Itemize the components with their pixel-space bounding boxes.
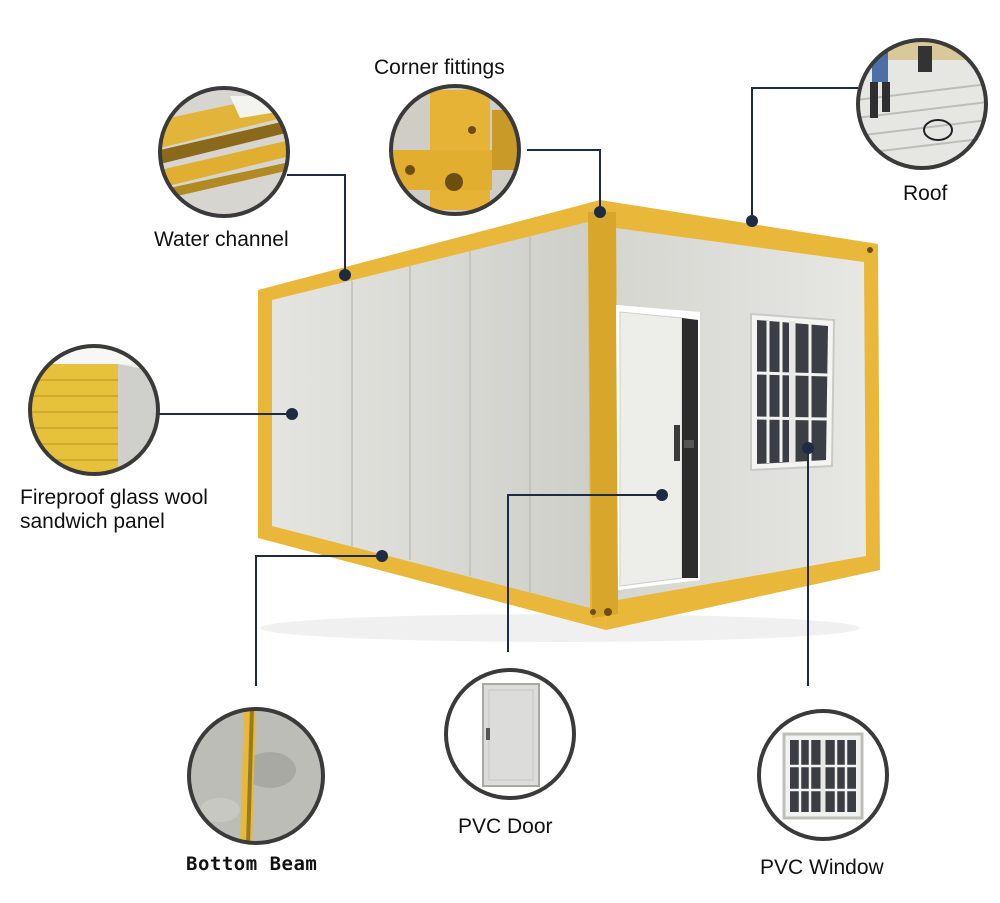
dot-fireproof-panel bbox=[286, 408, 298, 420]
panel-seams bbox=[351, 237, 531, 592]
label-fireproof-panel-line2: sandwich panel bbox=[20, 510, 165, 533]
leader-dots bbox=[286, 206, 814, 562]
label-fireproof-panel: Fireproof glass wool sandwich panel bbox=[20, 486, 270, 534]
dot-pvc-door bbox=[656, 489, 668, 501]
leader-bottom-beam bbox=[255, 555, 380, 686]
dot-water-channel bbox=[339, 269, 351, 281]
house-door bbox=[616, 305, 700, 590]
corner-post bbox=[588, 212, 618, 618]
label-roof: Roof bbox=[903, 182, 948, 205]
callout-corner-fittings bbox=[389, 84, 521, 216]
callout-water-channel bbox=[158, 86, 290, 218]
leader-lines bbox=[158, 87, 858, 686]
callout-fireproof-panel bbox=[28, 344, 160, 476]
house-window bbox=[750, 312, 836, 472]
leader-pvc-door bbox=[507, 494, 662, 652]
dot-bottom-beam bbox=[376, 550, 388, 562]
leader-water-channel bbox=[287, 174, 346, 272]
label-bottom-beam: Bottom Beam bbox=[186, 853, 318, 875]
leader-roof bbox=[751, 87, 858, 220]
dot-corner-fittings bbox=[594, 206, 606, 218]
label-corner-fittings: Corner fittings bbox=[374, 56, 505, 79]
container-house bbox=[258, 200, 880, 642]
leader-corner-fittings bbox=[527, 149, 601, 212]
dot-roof bbox=[746, 215, 758, 227]
callout-roof bbox=[856, 38, 988, 170]
label-water-channel: Water channel bbox=[154, 228, 289, 251]
dot-pvc-window bbox=[802, 442, 814, 454]
ground-shadow bbox=[260, 614, 860, 642]
callout-pvc-window bbox=[757, 709, 889, 841]
label-pvc-window: PVC Window bbox=[760, 856, 884, 879]
label-pvc-door: PVC Door bbox=[458, 815, 553, 838]
callout-pvc-door bbox=[444, 668, 576, 800]
callout-bottom-beam bbox=[187, 707, 325, 845]
label-fireproof-panel-line1: Fireproof glass wool bbox=[20, 486, 208, 509]
